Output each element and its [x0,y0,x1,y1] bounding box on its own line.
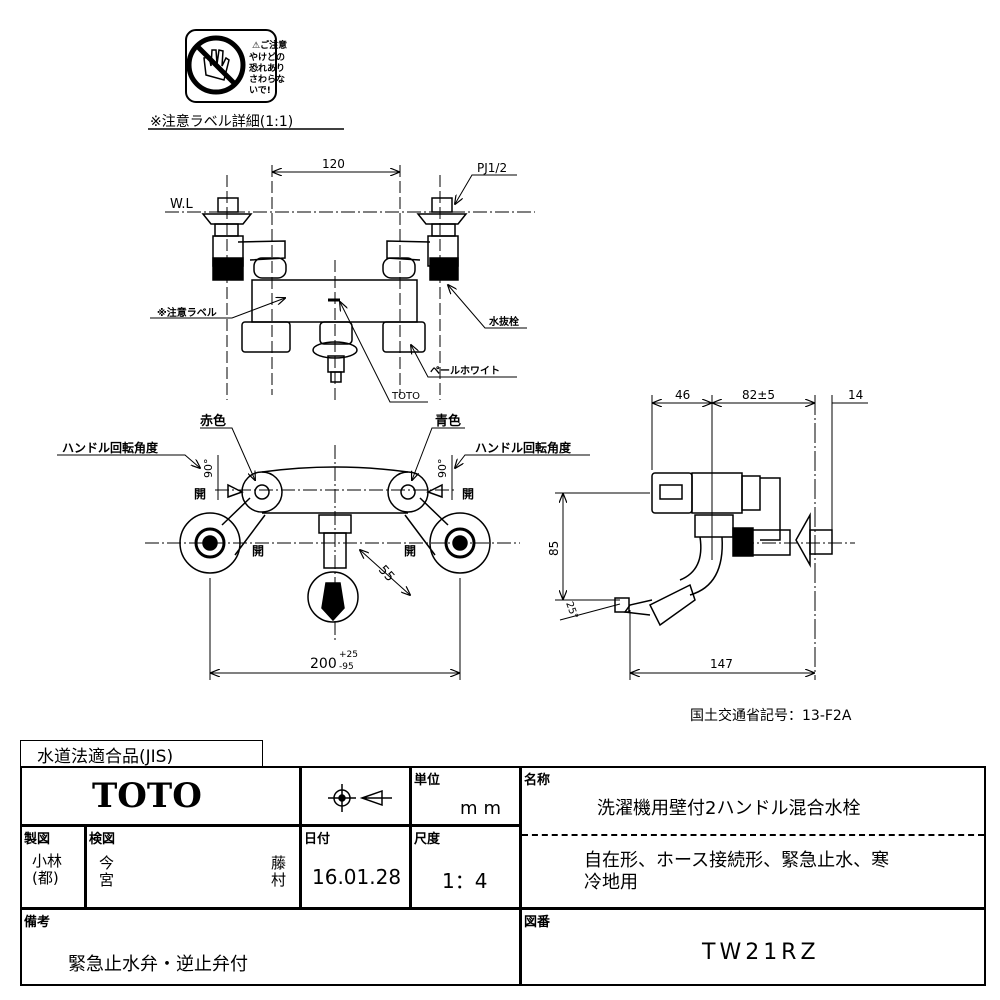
rotation-label-right: ハンドル回転角度 [475,440,572,455]
drawing-number: TW21RZ [702,940,820,965]
dim-200: 200 [310,656,337,672]
brand-logo: TOTO [92,776,202,816]
notes-label: 備考 [24,915,51,930]
date-value: 16.01.28 [312,865,402,889]
svg-text:恐れあり: 恐れあり [249,63,285,74]
svg-text:⚠ご注意: ⚠ご注意 [252,39,287,51]
wl-label: W.L [170,197,193,212]
ministry-code: 国土交通省記号：13-F2A [690,707,852,724]
third-angle-projection-icon [328,784,392,812]
open-label: 開 [252,544,264,558]
caution-label-detail [185,29,277,103]
unit-value: mm [460,798,508,819]
unit-cell: 単位 mm [410,766,521,826]
side-view [555,395,868,680]
scale-cell: 尺度 1：4 [410,825,521,909]
angle-left: 90° [202,459,215,479]
svg-text:いで!: いで! [249,85,271,96]
caution-label-callout: ※注意ラベル [157,306,217,319]
name-label: 名称 [524,773,551,788]
drawing-number-label: 図番 [524,915,551,930]
red-label: 赤色 [200,413,226,429]
scale-value: 1：4 [442,869,488,893]
drawing-number-cell: 図番 TW21RZ [520,908,986,986]
tol-minus: -95 [339,662,354,672]
checker-name-1: 今宮 [99,854,115,889]
jis-tab: 水道法適合品(JIS) [20,740,263,768]
svg-text:やけどの: やけどの [249,51,285,63]
dim-82: 82±5 [742,388,775,402]
brand-cell: TOTO [20,766,301,826]
name-cell: 名称 洗濯機用壁付2ハンドル混合水栓 自在形、ホース接続形、緊急止水、寒冷地用 [520,766,986,909]
tol-plus: +25 [339,650,358,660]
label-detail-caption: ※注意ラベル詳細(1:1) [150,113,293,130]
dim-14: 14 [848,388,863,402]
notes-value: 緊急止水弁・逆止弁付 [68,954,248,975]
dim-120: 120 [322,157,345,171]
dim-85: 85 [547,541,561,556]
open-label: 開 [462,487,474,501]
checker-name-2: 藤村 [271,854,287,889]
jis-label: 水道法適合品(JIS) [37,747,174,767]
brand-callout: TOTO [391,391,420,402]
drain-plug-callout: 水抜栓 [488,315,519,328]
top-view [57,427,590,680]
color-callout: ペールホワイト [430,365,500,377]
no-touch-icon [186,35,246,95]
drafter-label: 製図 [24,832,51,847]
angle-25: 25° [563,600,579,620]
dim-46: 46 [675,388,690,402]
open-label: 開 [194,487,206,501]
scale-label: 尺度 [414,832,441,847]
checker-cell: 検図 今宮 藤村 [85,825,301,909]
checker-label: 検図 [89,832,116,847]
product-name: 洗濯機用壁付2ハンドル混合水栓 [597,798,861,819]
rotation-label-left: ハンドル回転角度 [62,440,159,455]
drafter-name: 小林(都) [32,852,63,887]
date-label: 日付 [304,832,331,847]
open-label: 開 [404,544,416,558]
blue-label: 青色 [435,413,461,429]
product-features: 自在形、ホース接続形、緊急止水、寒冷地用 [584,850,890,893]
front-view [150,165,535,403]
angle-right: 90° [436,459,449,479]
notes-cell: 備考 緊急止水弁・逆止弁付 [20,908,521,986]
drafter-cell: 製図 小林(都) [20,825,86,909]
unit-label: 単位 [414,773,441,788]
divider [522,834,984,836]
caution-label-text: ⚠ご注意 やけどの 恐れあり さわらな いで! [249,39,287,96]
svg-text:さわらな: さわらな [249,74,285,85]
dim-147: 147 [710,657,733,671]
projection-symbol-cell [300,766,411,826]
pj-label: PJ1/2 [477,161,507,175]
date-cell: 日付 16.01.28 [300,825,411,909]
